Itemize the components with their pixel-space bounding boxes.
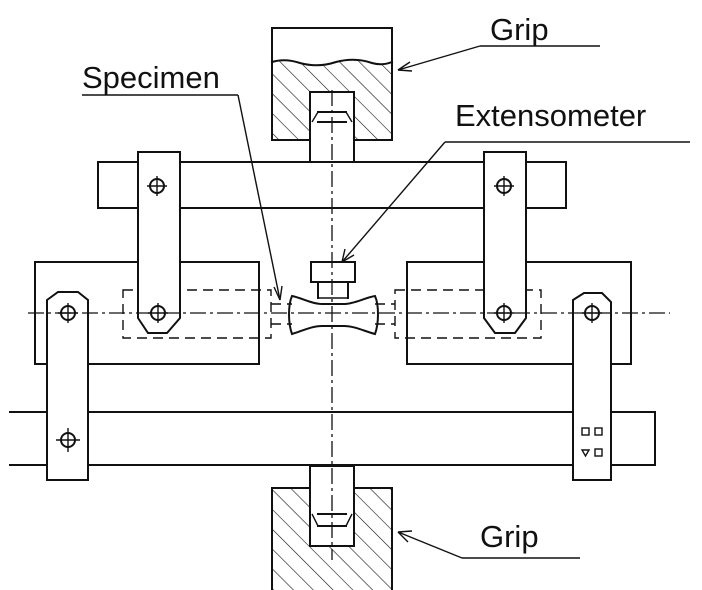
left-housing-hidden [122, 289, 272, 339]
pin-mid-right-arm [494, 303, 514, 323]
label-extensometer: Extensometer [455, 98, 646, 133]
right-housing-hidden [394, 289, 542, 339]
pin-upper-left [147, 176, 167, 196]
right-upper-arm [483, 151, 527, 334]
leader-specimen [82, 94, 283, 301]
pin-upper-right [494, 176, 514, 196]
left-lower-link [46, 291, 89, 481]
pin-left-link-bottom [56, 428, 80, 452]
pin-mid-left-arm [148, 303, 168, 323]
pin-left-link-top [58, 303, 78, 323]
right-link-marks [580, 427, 603, 458]
label-specimen: Specimen [82, 60, 220, 95]
extensometer-device [310, 261, 356, 299]
label-grip-bottom: Grip [480, 519, 539, 554]
label-grip-top: Grip [490, 12, 549, 47]
leader-grip-bottom [397, 530, 580, 559]
pin-right-link-top [582, 303, 602, 323]
leader-grip-top [397, 45, 600, 72]
left-upper-arm [137, 151, 181, 334]
leader-extensometer [341, 141, 690, 263]
specimen-body [271, 294, 395, 336]
